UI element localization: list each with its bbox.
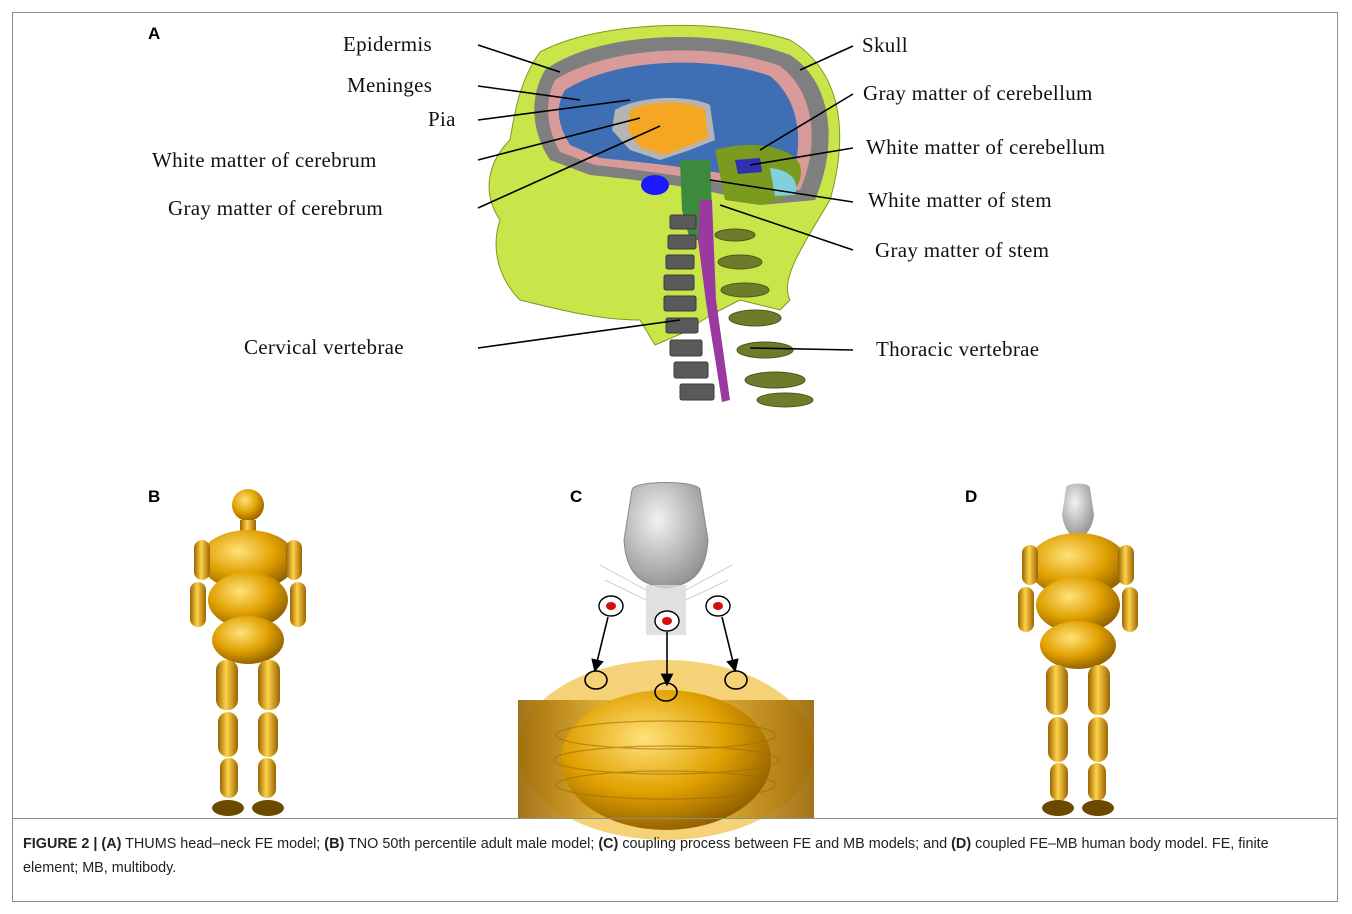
label-meninges: Meninges — [347, 73, 432, 98]
label-white-matter-cerebellum: White matter of cerebellum — [866, 135, 1105, 160]
panel-letter-a: A — [148, 24, 160, 44]
label-epidermis: Epidermis — [343, 32, 432, 57]
caption-c-text: coupling process between FE and MB model… — [618, 836, 951, 852]
caption-figure-label: FIGURE 2 | — [23, 836, 97, 852]
tno-model — [190, 489, 306, 816]
caption-c-tag: (C) — [598, 836, 618, 852]
caption-divider — [12, 818, 1338, 819]
coupling-model — [518, 483, 814, 841]
label-white-matter-stem: White matter of stem — [868, 188, 1052, 213]
panel-letter-b: B — [148, 487, 160, 507]
caption-b-text: TNO 50th percentile adult male model; — [344, 836, 598, 852]
coupled-model — [1018, 484, 1138, 817]
label-skull: Skull — [862, 33, 908, 58]
label-gray-matter-stem: Gray matter of stem — [875, 238, 1049, 263]
caption-a-tag: (A) — [101, 836, 121, 852]
label-gray-matter-cerebellum: Gray matter of cerebellum — [863, 81, 1093, 106]
figure-caption: FIGURE 2 | (A) THUMS head–neck FE model;… — [23, 832, 1323, 880]
head-neck-model — [489, 25, 840, 407]
caption-d-tag: (D) — [951, 836, 971, 852]
panel-letter-c: C — [570, 487, 582, 507]
label-thoracic-vertebrae: Thoracic vertebrae — [876, 337, 1039, 362]
label-cervical-vertebrae: Cervical vertebrae — [244, 335, 404, 360]
caption-b-tag: (B) — [324, 836, 344, 852]
caption-a-text: THUMS head–neck FE model; — [121, 836, 324, 852]
panel-letter-d: D — [965, 487, 977, 507]
label-pia: Pia — [428, 107, 456, 132]
label-gray-matter-cerebrum: Gray matter of cerebrum — [168, 196, 383, 221]
label-white-matter-cerebrum: White matter of cerebrum — [152, 148, 377, 173]
